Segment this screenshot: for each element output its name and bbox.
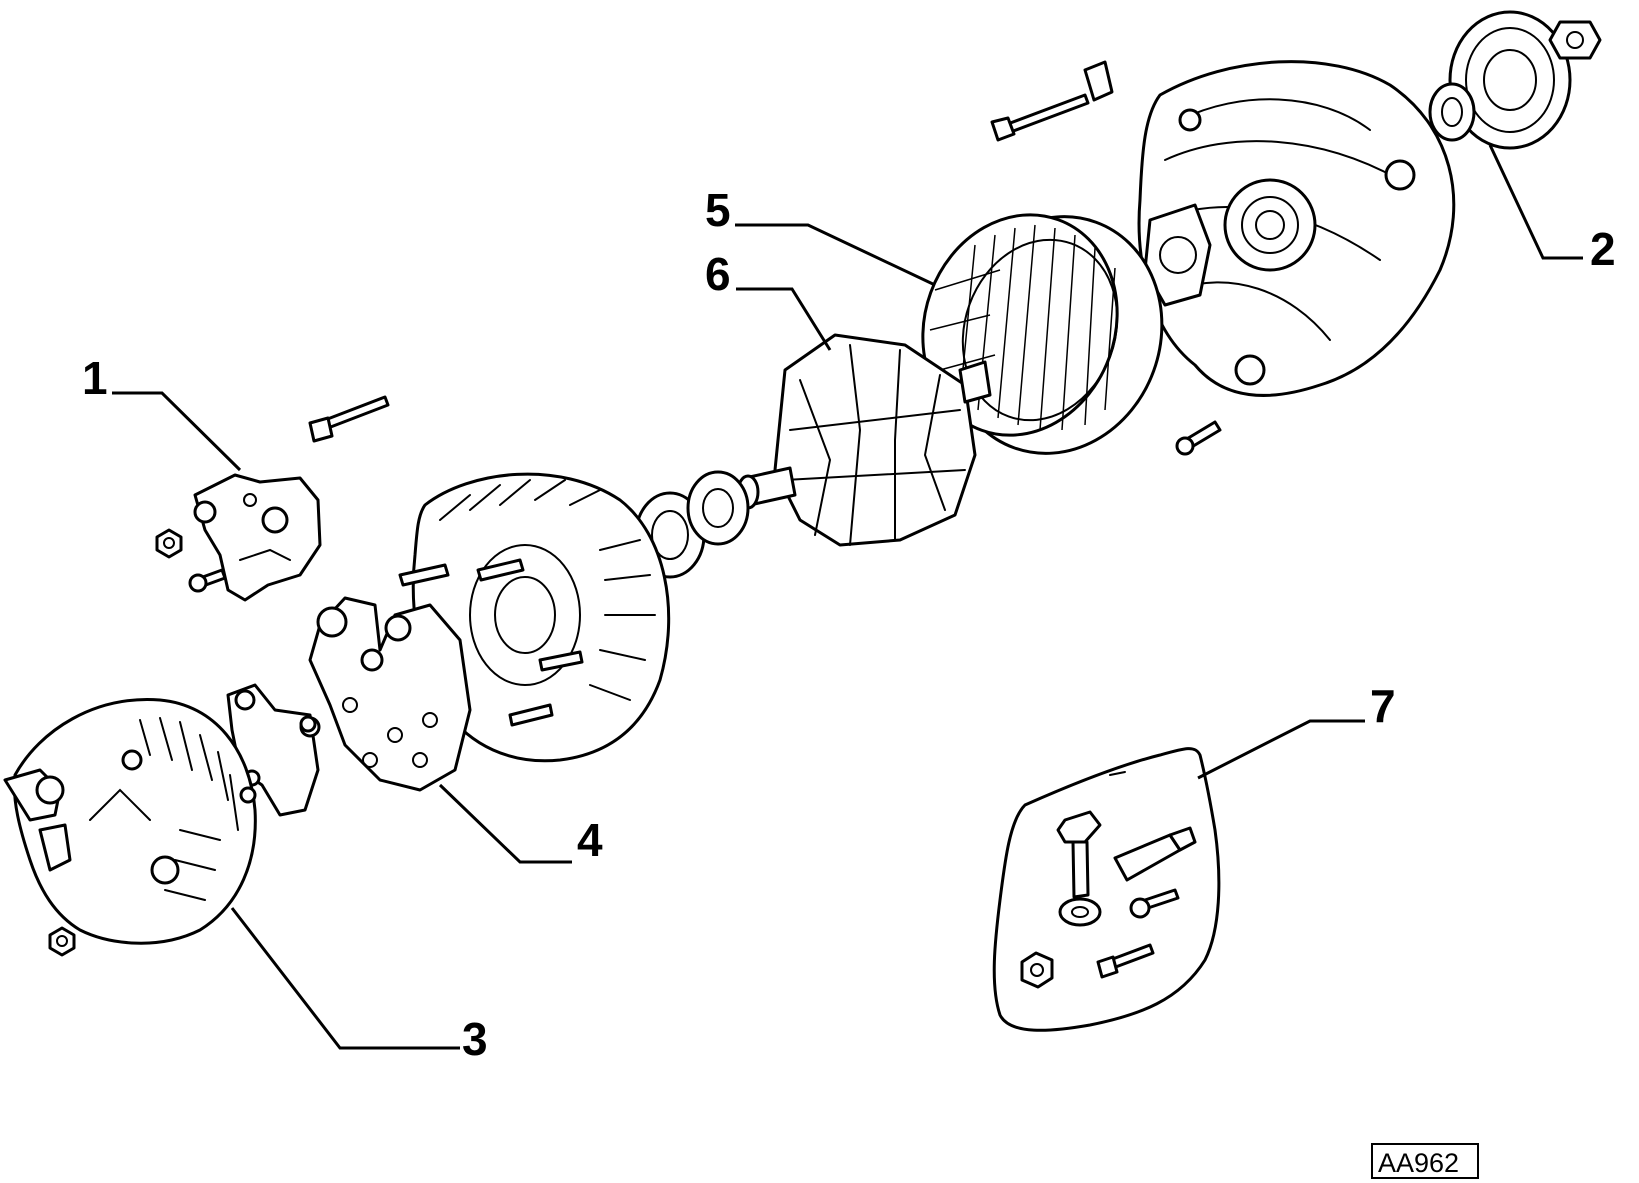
reference-code-box: AA962 <box>1371 1143 1479 1179</box>
callout-7: 7 <box>1370 680 1396 732</box>
voltage-regulator <box>193 473 322 602</box>
bolt-top <box>990 60 1114 142</box>
leader-2 <box>1488 144 1583 260</box>
bearing-small <box>686 470 750 546</box>
reference-code: AA962 <box>1378 1148 1459 1178</box>
callout-6: 6 <box>705 248 731 300</box>
leader-3 <box>230 907 460 1050</box>
screw-left <box>188 568 227 593</box>
leader-5 <box>735 223 936 287</box>
callout-5: 5 <box>705 184 731 236</box>
leader-7 <box>1197 719 1365 780</box>
small-washer <box>239 715 317 804</box>
rotor <box>736 333 992 547</box>
pulley <box>1428 10 1602 150</box>
hardware-kit <box>992 747 1221 1032</box>
slip-ring-end-housing <box>398 472 671 763</box>
leader-6 <box>736 287 832 351</box>
leader-4 <box>438 783 572 864</box>
screw-small-right <box>1175 420 1222 456</box>
callout-3: 3 <box>462 1013 488 1065</box>
callout-1: 1 <box>82 352 108 404</box>
nut-bottom-left <box>48 926 76 957</box>
drive-end-housing <box>1137 60 1456 397</box>
leader-1 <box>112 391 242 472</box>
callout-2: 2 <box>1590 223 1616 275</box>
nut-left <box>155 528 183 559</box>
rectifier <box>308 596 472 792</box>
bolt-regulator <box>308 395 390 443</box>
callout-4: 4 <box>577 814 603 866</box>
rear-cover <box>3 698 257 945</box>
